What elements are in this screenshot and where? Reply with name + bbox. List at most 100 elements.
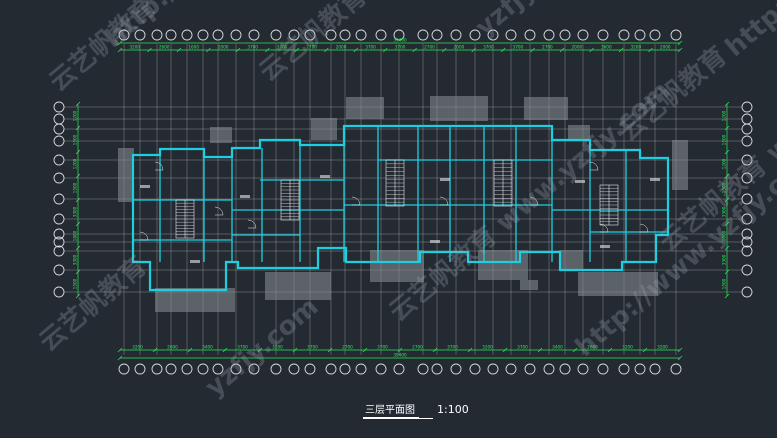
axis-bubble-top xyxy=(431,29,443,41)
axis-bubble-bottom xyxy=(431,363,443,375)
axis-bubble-top xyxy=(288,29,300,41)
axis-bubble-top xyxy=(559,29,571,41)
dimension-tick xyxy=(618,47,624,53)
dimension-tick xyxy=(187,347,193,353)
axis-bubble-left xyxy=(53,213,65,225)
drawing-scale: 1:100 xyxy=(437,403,469,416)
axis-bubble-right xyxy=(741,228,753,240)
axis-bubble-left xyxy=(53,135,65,147)
room-tag-mark xyxy=(430,240,440,243)
dimension-label: 3400 xyxy=(552,345,563,350)
dimension-tick xyxy=(724,101,730,107)
axis-bubble-bottom xyxy=(375,363,387,375)
dimension-tick xyxy=(362,347,368,353)
dimension-label: 3700 xyxy=(395,45,406,50)
drawing-title-block: 三层平面图 1:100 xyxy=(363,401,469,418)
dimension-label: 3700 xyxy=(517,345,528,350)
dimension-tick xyxy=(383,47,388,53)
axis-bubble-bottom xyxy=(197,363,209,375)
axis-bubble-left xyxy=(53,245,65,257)
dimension-label: 3200 xyxy=(272,345,283,350)
dimension-label: 3200 xyxy=(630,45,641,50)
balcony-area xyxy=(672,140,688,190)
axis-bubble-right xyxy=(741,236,753,248)
axis-bubble-right xyxy=(741,135,753,147)
dimension-tick xyxy=(235,47,241,53)
dimension-tick xyxy=(75,125,81,131)
axis-bubble-right xyxy=(741,264,753,276)
axis-bubble-bottom xyxy=(393,363,405,375)
axis-bubble-bottom xyxy=(577,363,589,375)
axis-bubble-top xyxy=(524,29,536,41)
dimension-label: 3700 xyxy=(483,45,494,50)
dimension-label: 3300 xyxy=(722,206,727,217)
axis-bubble-top xyxy=(339,29,351,41)
axis-bubble-top xyxy=(375,29,387,41)
dimension-label: 3200 xyxy=(482,345,493,350)
title-underline xyxy=(363,418,433,419)
axis-bubble-left xyxy=(53,264,65,276)
dimension-tick xyxy=(75,269,81,275)
axis-bubble-bottom xyxy=(248,363,260,375)
dimension-tick xyxy=(677,355,683,361)
dimension-tick xyxy=(589,47,594,53)
dimension-tick xyxy=(724,173,730,179)
dimension-tick xyxy=(559,47,565,53)
dimension-tick xyxy=(677,347,683,353)
dimension-label: 2700 xyxy=(542,45,553,50)
axis-bubble-top xyxy=(450,29,462,41)
axis-bubble-bottom xyxy=(649,363,661,375)
dimension-label: 3300 xyxy=(73,254,78,265)
balcony-area xyxy=(430,96,488,121)
dimension-label: 3200 xyxy=(657,345,668,350)
dimension-label: 1500 xyxy=(73,278,78,289)
room-tag-mark xyxy=(575,180,585,183)
axis-bubble-right xyxy=(741,286,753,298)
dimension-tick xyxy=(677,40,683,46)
axis-bubble-bottom xyxy=(288,363,300,375)
dimension-label: 3300 xyxy=(73,206,78,217)
axis-bubble-right xyxy=(741,193,753,205)
dimension-tick xyxy=(724,221,730,227)
axis-bubble-bottom xyxy=(618,363,630,375)
axis-bubble-left xyxy=(53,154,65,166)
axis-bubble-top xyxy=(577,29,589,41)
dimension-tick xyxy=(724,149,730,155)
room-tag-mark xyxy=(650,178,660,181)
dimension-label: 1200 xyxy=(73,158,78,169)
dimension-label: 1200 xyxy=(722,158,727,169)
balcony-area xyxy=(559,250,583,270)
dimension-label: 2000 xyxy=(454,45,465,50)
axis-bubble-top xyxy=(181,29,193,41)
axis-bubble-bottom xyxy=(270,363,282,375)
dimension-tick xyxy=(222,347,228,353)
dimension-tick xyxy=(471,47,476,53)
dimension-tick xyxy=(412,47,417,53)
door-swing xyxy=(439,196,449,206)
axis-bubble-left xyxy=(53,113,65,125)
axis-bubble-bottom xyxy=(670,363,682,375)
dimension-lines xyxy=(75,40,730,361)
dimension-tick xyxy=(75,173,81,179)
axis-bubble-bottom xyxy=(634,363,646,375)
axis-bubble-bottom xyxy=(469,363,481,375)
door-swing xyxy=(247,219,257,229)
axis-bubble-right xyxy=(741,213,753,225)
axis-bubble-top xyxy=(230,29,242,41)
axis-bubble-top xyxy=(197,29,209,41)
axis-bubble-top xyxy=(597,29,609,41)
door-swing xyxy=(529,196,539,206)
door-swing xyxy=(154,161,164,171)
balcony-area xyxy=(568,125,590,141)
dimension-label: 3700 xyxy=(237,345,248,350)
axis-bubble-top xyxy=(212,29,224,41)
axis-bubble-top xyxy=(248,29,260,41)
dimension-tick xyxy=(117,355,123,361)
axis-bubble-left xyxy=(53,193,65,205)
dimension-tick xyxy=(294,47,300,53)
dimension-tick xyxy=(537,347,543,353)
axis-bubble-top xyxy=(505,29,517,41)
balcony-area xyxy=(155,288,235,312)
